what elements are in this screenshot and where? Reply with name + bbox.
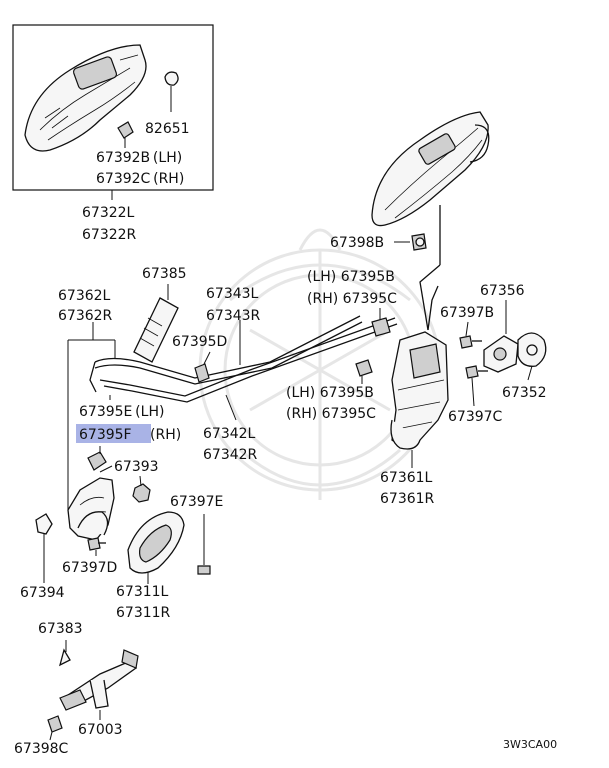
- part-67385: [133, 284, 179, 363]
- inner-bracket: [67, 446, 115, 541]
- label-67322l: 67322L: [82, 205, 135, 221]
- label-67395b-mid: (LH) 67395B: [286, 385, 374, 401]
- label-67352: 67352: [502, 385, 547, 401]
- bolt-67398b: [394, 233, 427, 251]
- screw-67397b: [459, 321, 482, 349]
- label-82651: 82651: [145, 121, 190, 137]
- rods: [89, 315, 398, 421]
- label-67395c-top: (RH) 67395C: [307, 291, 397, 307]
- label-67395b-top: (LH) 67395B: [307, 269, 395, 285]
- label-67342r: 67342R: [203, 447, 258, 463]
- label-67392c: 67392C (RH): [96, 171, 184, 187]
- label-67322r: 67322R: [82, 227, 137, 243]
- outer-handle-right: [371, 111, 490, 331]
- label-67361r: 67361R: [380, 491, 435, 507]
- nut-67393: [132, 475, 151, 503]
- label-67383: 67383: [38, 621, 83, 637]
- screw-67397e: [197, 514, 211, 575]
- label-67356: 67356: [480, 283, 525, 299]
- inner-handle: [127, 511, 185, 584]
- label-67362l: 67362L: [58, 288, 111, 304]
- label-67392b: 67392B (LH): [96, 150, 182, 166]
- striker-67356: [483, 300, 519, 373]
- label-67397d: 67397D: [62, 560, 117, 576]
- label-67393: 67393: [114, 459, 159, 475]
- label-67398b: 67398B: [330, 235, 384, 251]
- label-67395e: 67395E (LH): [79, 404, 164, 420]
- label-67397b: 67397B: [440, 305, 494, 321]
- outer-handle-inset: [12, 24, 214, 200]
- clip-67395d: [194, 351, 211, 383]
- label-67397e: 67397E: [170, 494, 223, 510]
- label-67394: 67394: [20, 585, 65, 601]
- latch-assembly: [355, 285, 449, 468]
- screw-67397c: [465, 365, 488, 407]
- label-67311r: 67311R: [116, 605, 171, 621]
- clip-67394: [35, 513, 53, 583]
- label-67003: 67003: [78, 722, 123, 738]
- screw-67397d: [87, 537, 106, 556]
- plate-67352: [517, 332, 547, 381]
- label-67395f-side: (RH): [150, 427, 181, 443]
- clip-67395b-top: [371, 308, 391, 337]
- label-67395c-mid: (RH) 67395C: [286, 406, 376, 422]
- label-67398c: 67398C: [14, 741, 69, 757]
- leader-67362: [67, 322, 116, 510]
- bolt-67398c: [47, 715, 63, 741]
- label-67397c: 67397C: [448, 409, 503, 425]
- label-67343l: 67343L: [206, 286, 259, 302]
- label-67342l: 67342L: [203, 426, 256, 442]
- label-67395f: 67395F: [79, 427, 132, 443]
- label-67343r: 67343R: [206, 308, 261, 324]
- label-67361l: 67361L: [380, 470, 433, 486]
- label-67311l: 67311L: [116, 584, 169, 600]
- label-67385: 67385: [142, 266, 187, 282]
- label-67395d: 67395D: [172, 334, 227, 350]
- label-67362r: 67362R: [58, 308, 113, 324]
- door-checker: [59, 640, 139, 720]
- highlight-67395f: [76, 424, 151, 443]
- diagram-code: 3W3CA00: [503, 738, 557, 751]
